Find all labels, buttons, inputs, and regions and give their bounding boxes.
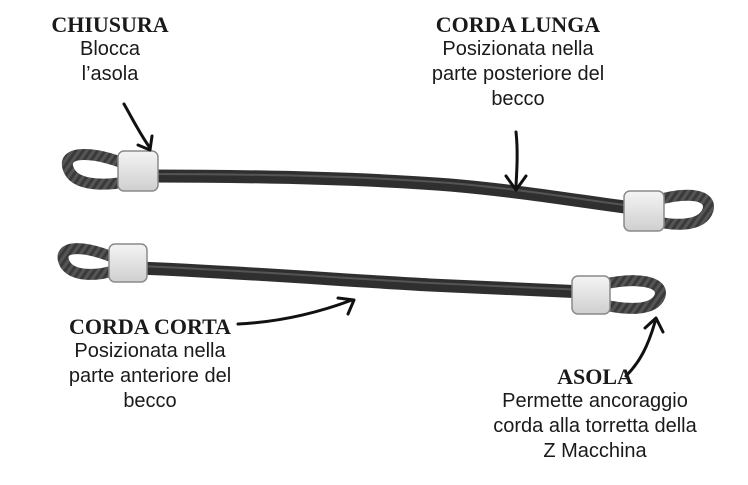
label-asola-line: corda alla torretta della [493, 415, 697, 437]
label-asola-line: Permette ancoraggio [502, 390, 688, 412]
clip-icon [117, 150, 159, 192]
label-asola-line: Z Macchina [543, 440, 647, 462]
clip-icon [108, 243, 148, 283]
label-corda-corta-line: becco [123, 390, 177, 412]
arrow-icon [122, 102, 152, 150]
arrow-icon [624, 320, 657, 378]
label-corda-corta-title: CORDA CORTA [69, 314, 231, 339]
label-corda-lunga-line: becco [491, 88, 545, 110]
label-corda-lunga: CORDA LUNGA Posizionata nella parte post… [388, 12, 648, 112]
long-rope-cord [143, 169, 647, 216]
short-rope-cord [131, 261, 592, 299]
long-rope-right-loop [644, 189, 714, 230]
arrow-icon [236, 298, 354, 326]
clip-icon [623, 190, 665, 232]
label-corda-lunga-line: Posizionata nella [442, 38, 594, 60]
label-chiusura-line: l’asola [81, 63, 139, 85]
label-corda-corta-line: parte anteriore del [68, 365, 232, 387]
short-rope [57, 243, 666, 315]
label-corda-corta: CORDA CORTA Posizionata nella parte ante… [30, 314, 270, 414]
long-rope-left-loop [61, 149, 141, 190]
label-chiusura-title: CHIUSURA [51, 12, 169, 37]
label-corda-corta-line: Posizionata nella [74, 340, 226, 362]
label-asola-title: ASOLA [557, 364, 633, 389]
label-corda-lunga-title: CORDA LUNGA [435, 12, 601, 37]
arrow-icon [514, 130, 519, 188]
label-asola: ASOLA Permette ancoraggio corda alla tor… [450, 364, 740, 464]
short-rope-left-loop [57, 243, 121, 280]
short-rope-right-loop [594, 275, 666, 314]
label-chiusura: CHIUSURA Blocca l’asola [40, 12, 180, 87]
long-rope [61, 149, 714, 232]
label-chiusura-line: Blocca [79, 38, 141, 60]
label-corda-lunga-line: parte posteriore del [431, 63, 605, 85]
clip-icon [571, 275, 611, 315]
